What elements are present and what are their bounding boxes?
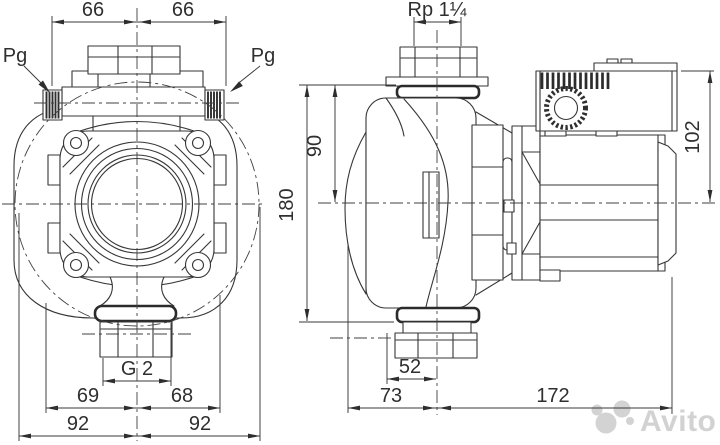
side-view — [318, 30, 716, 415]
bottom-flange-front — [93, 304, 178, 323]
clamp-screw — [506, 242, 517, 255]
terminal-box-side — [535, 58, 678, 137]
dim-label-g2: G 2 — [121, 358, 153, 380]
dim-90-180: 90 180 — [276, 84, 396, 323]
dim-label-172: 172 — [536, 385, 569, 407]
centerlines-side — [318, 30, 716, 415]
callout-pg-right: Pg — [230, 45, 275, 92]
union-nut-top-front — [87, 45, 181, 75]
label-pg-left: Pg — [3, 45, 27, 67]
dim-69-68: 69 68 — [45, 295, 221, 413]
dim-g2: G 2 — [102, 323, 172, 386]
dim-label-69: 69 — [77, 385, 99, 407]
terminal-box-front — [61, 86, 206, 117]
dim-label-66-left: 66 — [82, 0, 104, 21]
dim-label-92-right: 92 — [189, 413, 211, 435]
dim-66-66: 66 66 — [51, 0, 227, 86]
flange-lug — [213, 222, 227, 254]
suction-port-edge — [422, 171, 440, 239]
flange-bolts — [62, 129, 212, 279]
dim-label-66-right: 66 — [172, 0, 194, 21]
dim-label-102: 102 — [682, 120, 704, 153]
dimensions: 66 66 Pg Pg Rp 1¼ 90 — [3, 0, 714, 441]
avito-logo-icon — [591, 400, 634, 434]
dim-rp114: Rp 1¼ — [408, 0, 467, 46]
union-nut-bottom-side — [394, 332, 478, 359]
top-flange-side — [395, 84, 481, 100]
dim-label-52: 52 — [399, 356, 421, 378]
motor-step — [539, 269, 561, 282]
dim-label-rp114: Rp 1¼ — [408, 0, 467, 21]
terminal-box-lid — [593, 62, 678, 72]
callout-pg-left: Pg — [3, 45, 50, 93]
flange-lug — [47, 154, 61, 186]
dim-102: 102 — [681, 70, 714, 202]
motor-end-cap — [657, 141, 677, 266]
flange-lug — [47, 222, 61, 254]
dim-label-90: 90 — [304, 135, 326, 157]
union-nut-top-side — [399, 46, 478, 78]
speed-selector-knob — [544, 86, 588, 130]
dim-92-92: 92 92 — [18, 207, 261, 441]
watermark-text: Avito — [640, 405, 716, 438]
avito-watermark: Avito — [591, 400, 716, 438]
volute-bulge — [344, 131, 367, 295]
dim-73-172: 73 172 — [347, 243, 673, 414]
dim-label-73: 73 — [380, 385, 402, 407]
flange-lug — [213, 154, 227, 186]
cable-gland-left — [42, 89, 63, 121]
dim-label-180: 180 — [276, 188, 298, 221]
label-pg-right: Pg — [251, 45, 275, 67]
centerlines-front — [2, 8, 266, 441]
vent-ribs — [540, 72, 610, 89]
union-nut-bottom-front — [99, 321, 173, 358]
motor-flange-face — [471, 124, 504, 281]
shaft-end — [503, 199, 515, 213]
dim-52: 52 — [386, 333, 436, 384]
dim-label-92-left: 92 — [67, 413, 89, 435]
bottom-flange-side — [395, 306, 481, 324]
housing-pitch-circle — [14, 81, 260, 327]
front-view — [2, 8, 266, 441]
dim-label-68: 68 — [171, 385, 193, 407]
